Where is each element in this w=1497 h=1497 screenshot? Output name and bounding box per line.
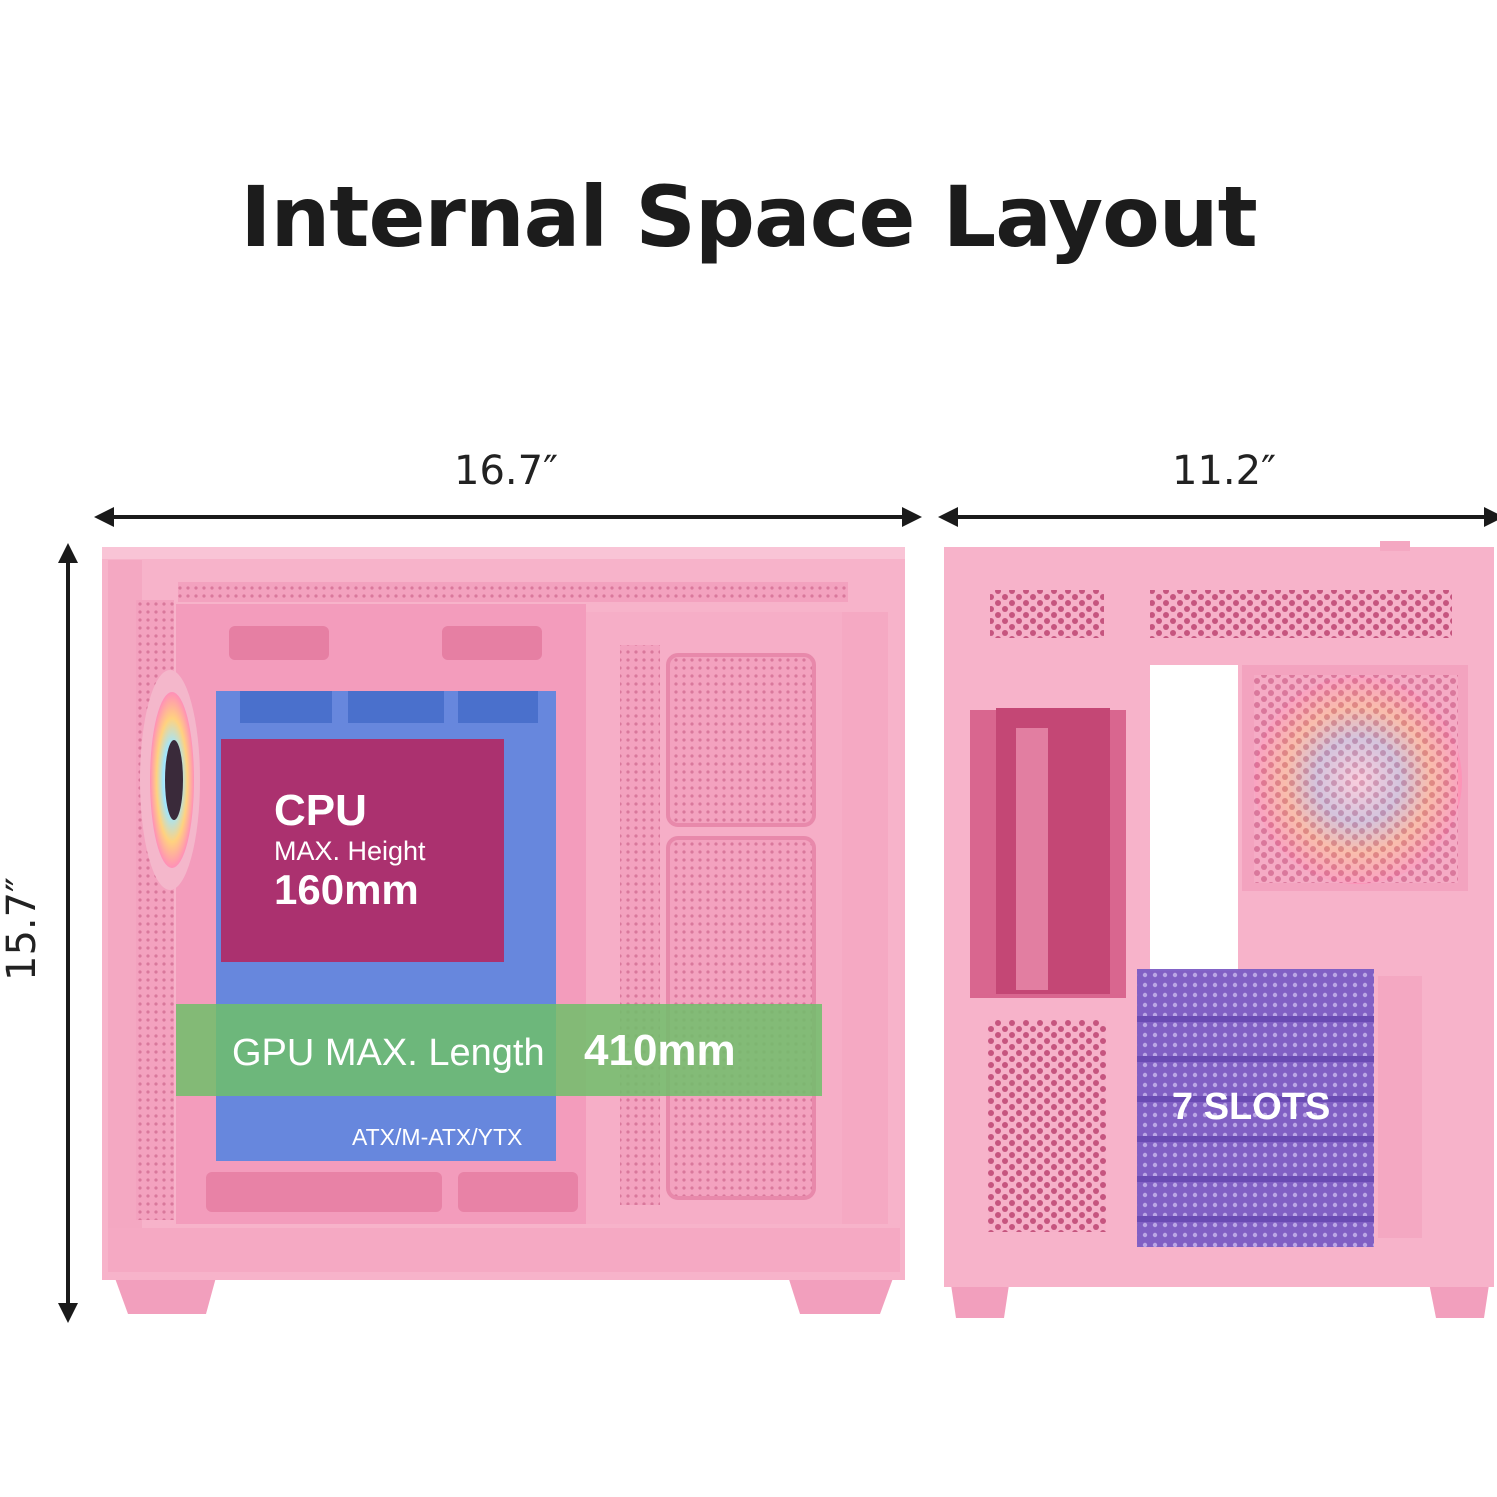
gpu-value: 410mm — [584, 1026, 736, 1075]
width-label-left: 16.7″ — [454, 448, 559, 494]
slots-label: 7 SLOTS — [1172, 1086, 1331, 1128]
gpu-label: GPU MAX. Length — [232, 1032, 545, 1074]
cpu-value: 160mm — [274, 866, 419, 913]
width-label-right: 11.2″ — [1172, 448, 1277, 494]
cpu-sub-label: MAX. Height — [274, 836, 426, 866]
motherboard-label: ATX/M-ATX/YTX — [352, 1124, 523, 1150]
case-rear-view — [944, 541, 1494, 1318]
cpu-label: CPU — [274, 786, 367, 835]
height-label: 15.7″ — [0, 876, 45, 981]
page-title: Internal Space Layout — [240, 168, 1258, 266]
gpu-area — [176, 1004, 822, 1096]
slots-area — [1137, 969, 1374, 1247]
cpu-area — [221, 739, 504, 962]
